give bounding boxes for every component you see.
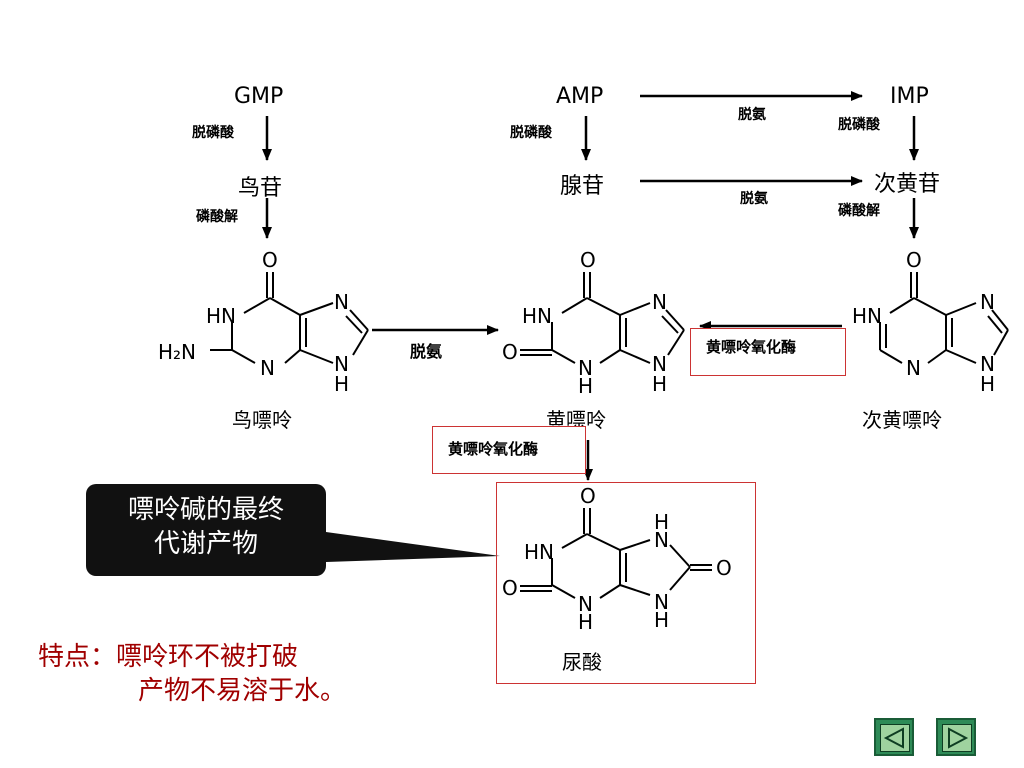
imp-label: IMP [890, 84, 929, 109]
guanine-o: O [262, 248, 278, 272]
hypoxanthine-n3: N [906, 356, 921, 380]
enzyme-box-left [432, 426, 586, 474]
deamination-label-top: 脱氨 [738, 107, 766, 123]
xanthine-h9: H [652, 372, 668, 396]
prev-button-face [880, 724, 910, 752]
uric-o6: O [580, 484, 596, 508]
next-slide-button[interactable] [936, 718, 976, 756]
adenosine-label: 腺苷 [560, 174, 605, 199]
xanthine-o2: O [502, 340, 518, 364]
hypoxanthine-o: O [906, 248, 922, 272]
xanthine-oxidase-left: 黄嘌呤氧化酶 [448, 440, 539, 458]
hypoxanthine-hn: HN [852, 304, 882, 328]
uric-acid-name: 尿酸 [562, 650, 602, 674]
feature-note-line-1: 特点：嘌呤环不被打破 [38, 642, 299, 672]
callout-line-1: 嘌呤碱的最终 [127, 495, 284, 525]
hypoxanthine-h9: H [980, 372, 996, 396]
guanine-n3: N [260, 356, 275, 380]
guanine-h9: H [334, 372, 350, 396]
xanthine-hn1: HN [522, 304, 552, 328]
guanine-name: 鸟嘌呤 [232, 408, 292, 432]
callout-line-2: 代谢产物 [153, 529, 258, 559]
next-button-face [942, 724, 972, 752]
guanine-structure [210, 272, 369, 364]
triangle-right-icon [948, 727, 969, 749]
final-product-callout: 嘌呤碱的最终 代谢产物 [86, 484, 326, 576]
dephos-label-gmp: 脱磷酸 [192, 125, 234, 141]
guanine-n7: N [334, 290, 349, 314]
uric-h3: H [578, 610, 594, 634]
xanthine-structure [520, 272, 685, 364]
guanine-hn: HN [206, 304, 236, 328]
xanthine-h3: H [578, 374, 594, 398]
hypoxanthine-n7: N [980, 290, 995, 314]
triangle-left-icon [883, 727, 904, 749]
xanthine-n9: N [652, 352, 667, 376]
xanthine-n7: N [652, 290, 667, 314]
callout-pointer [326, 532, 500, 562]
prev-slide-button[interactable] [874, 718, 914, 756]
xanthine-o6: O [580, 248, 596, 272]
uric-h7: H [654, 510, 670, 534]
guanine-h2n: H₂N [158, 340, 197, 364]
inosine-label: 次黄苷 [874, 172, 941, 197]
guanine-n9: N [334, 352, 349, 376]
uric-n9: N [654, 590, 669, 614]
enzyme-box-right [690, 328, 846, 376]
hypoxanthine-structure [879, 272, 1009, 364]
amp-label: AMP [556, 84, 604, 109]
phosphorolysis-label-left: 磷酸解 [196, 209, 238, 225]
xanthine-n3: N [578, 356, 593, 380]
hypoxanthine-name: 次黄嘌呤 [862, 408, 942, 432]
uric-acid-box [496, 482, 756, 684]
deamination-label-mid: 脱氨 [740, 191, 768, 207]
hypoxanthine-n9: N [980, 352, 995, 376]
guanosine-label: 鸟苷 [238, 176, 283, 201]
uric-n3: N [578, 592, 593, 616]
uric-o2: O [502, 576, 518, 600]
dephos-label-amp: 脱磷酸 [510, 125, 552, 141]
uric-acid-structure [520, 508, 712, 599]
uric-o8: O [716, 556, 732, 580]
xanthine-oxidase-right: 黄嘌呤氧化酶 [706, 338, 797, 356]
dephos-label-imp: 脱磷酸 [838, 117, 880, 133]
feature-note-line-2: 产物不易溶于水。 [138, 676, 347, 706]
phosphorolysis-label-right: 磷酸解 [838, 203, 880, 219]
deamination-label-guanine: 脱氨 [410, 342, 443, 361]
uric-hn1: HN [524, 540, 554, 564]
uric-h9: H [654, 608, 670, 632]
uric-n7: N [654, 528, 669, 552]
gmp-label: GMP [234, 84, 284, 109]
